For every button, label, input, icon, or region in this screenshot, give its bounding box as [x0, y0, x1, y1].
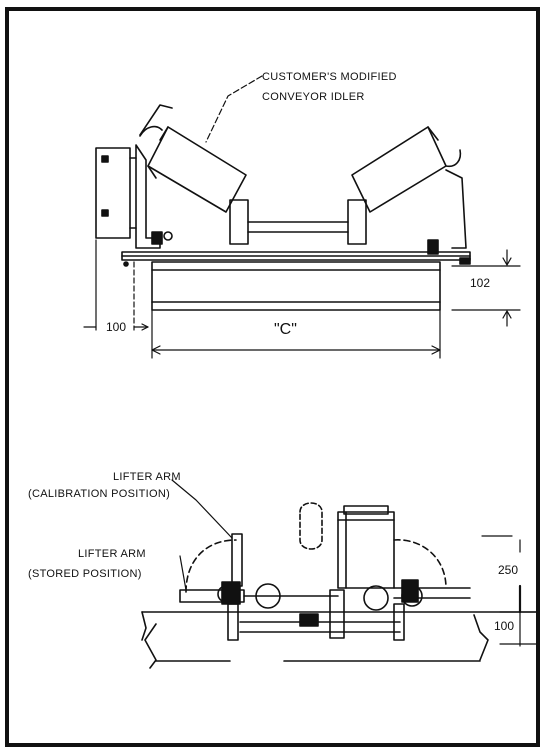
left-roller [139, 125, 247, 213]
dim-102: 102 [470, 276, 490, 290]
wall-plate [95, 147, 131, 239]
dim-100-bottom: 100 [494, 619, 514, 633]
center-bracket-left [229, 199, 249, 245]
dim-100-top: 100 [106, 320, 126, 334]
idler-label-line1: CUSTOMER'S MODIFIED [262, 71, 397, 83]
lifter-arm-view [141, 479, 537, 669]
weigh-frame [151, 261, 441, 311]
idler-label-line2: CONVEYOR IDLER [262, 91, 365, 103]
lifter-cal-label-line1: LIFTER ARM [113, 471, 181, 483]
lifter-store-label-line1: LIFTER ARM [78, 548, 146, 560]
dim-c: "C" [274, 321, 297, 338]
conveyor-idler-view [83, 75, 521, 359]
dim-250: 250 [498, 563, 518, 577]
lifter-arm-calibration [231, 533, 243, 587]
center-bracket-right [347, 199, 367, 245]
lifter-store-label-line2: (STORED POSITION) [28, 568, 142, 580]
technical-drawing: CUSTOMER'S MODIFIED CONVEYOR IDLER 102 1… [28, 71, 537, 669]
load-cell-housing [337, 511, 395, 589]
right-roller [351, 126, 462, 213]
lifter-cal-label-line2: (CALIBRATION POSITION) [28, 488, 170, 500]
